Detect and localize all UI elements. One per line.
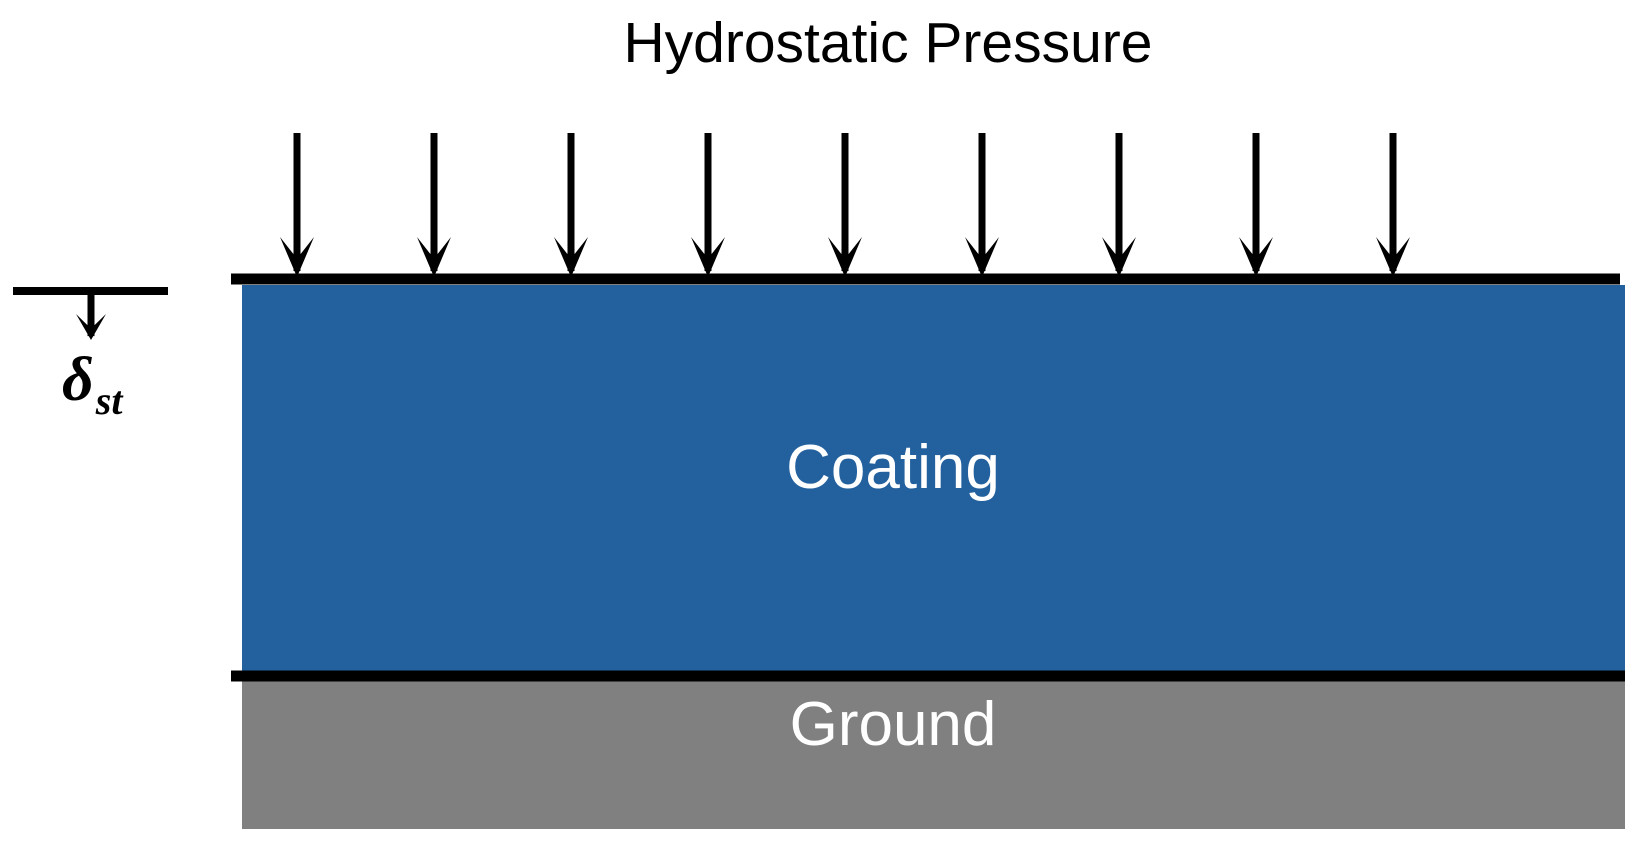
pressure-arrow	[1376, 133, 1410, 277]
pressure-arrow	[691, 133, 725, 277]
arrow-shaft	[1115, 133, 1123, 271]
coating-layer-rect	[242, 285, 1625, 672]
pressure-arrow	[1102, 133, 1136, 277]
arrow-head	[1376, 237, 1410, 277]
pressure-arrow	[280, 133, 314, 277]
arrow-head	[691, 237, 725, 277]
deflection-arrow	[76, 291, 106, 340]
deflection-arrow-shape	[76, 291, 106, 340]
delta-glyph: δ	[62, 346, 94, 414]
arrow-head	[1239, 237, 1273, 277]
pressure-arrow	[417, 133, 451, 277]
deflection-symbol-label: δst	[62, 346, 124, 423]
pressure-arrow	[1239, 133, 1273, 277]
pressure-arrow	[554, 133, 588, 277]
arrow-shaft	[293, 133, 301, 271]
arrow-head	[828, 237, 862, 277]
arrow-head	[280, 237, 314, 277]
arrow-shaft	[841, 133, 849, 271]
arrow-shaft	[1389, 133, 1397, 271]
arrow-shaft	[430, 133, 438, 271]
arrow-shaft	[704, 133, 712, 271]
ground-layer-rect	[242, 681, 1625, 829]
arrow-head	[417, 237, 451, 277]
pressure-arrow-group	[280, 133, 1410, 277]
coating-label: Coating	[786, 433, 1000, 502]
pressure-arrow	[828, 133, 862, 277]
arrow-shaft	[978, 133, 986, 271]
delta-subscript-glyph: st	[95, 378, 125, 423]
arrow-shaft	[1252, 133, 1260, 271]
page-title: Hydrostatic Pressure	[623, 11, 1152, 75]
arrow-head	[965, 237, 999, 277]
ground-label: Ground	[790, 690, 997, 759]
pressure-arrow	[965, 133, 999, 277]
arrow-head	[76, 314, 106, 340]
arrow-head	[1102, 237, 1136, 277]
arrow-shaft	[87, 291, 95, 337]
arrow-shaft	[567, 133, 575, 271]
arrow-head	[554, 237, 588, 277]
